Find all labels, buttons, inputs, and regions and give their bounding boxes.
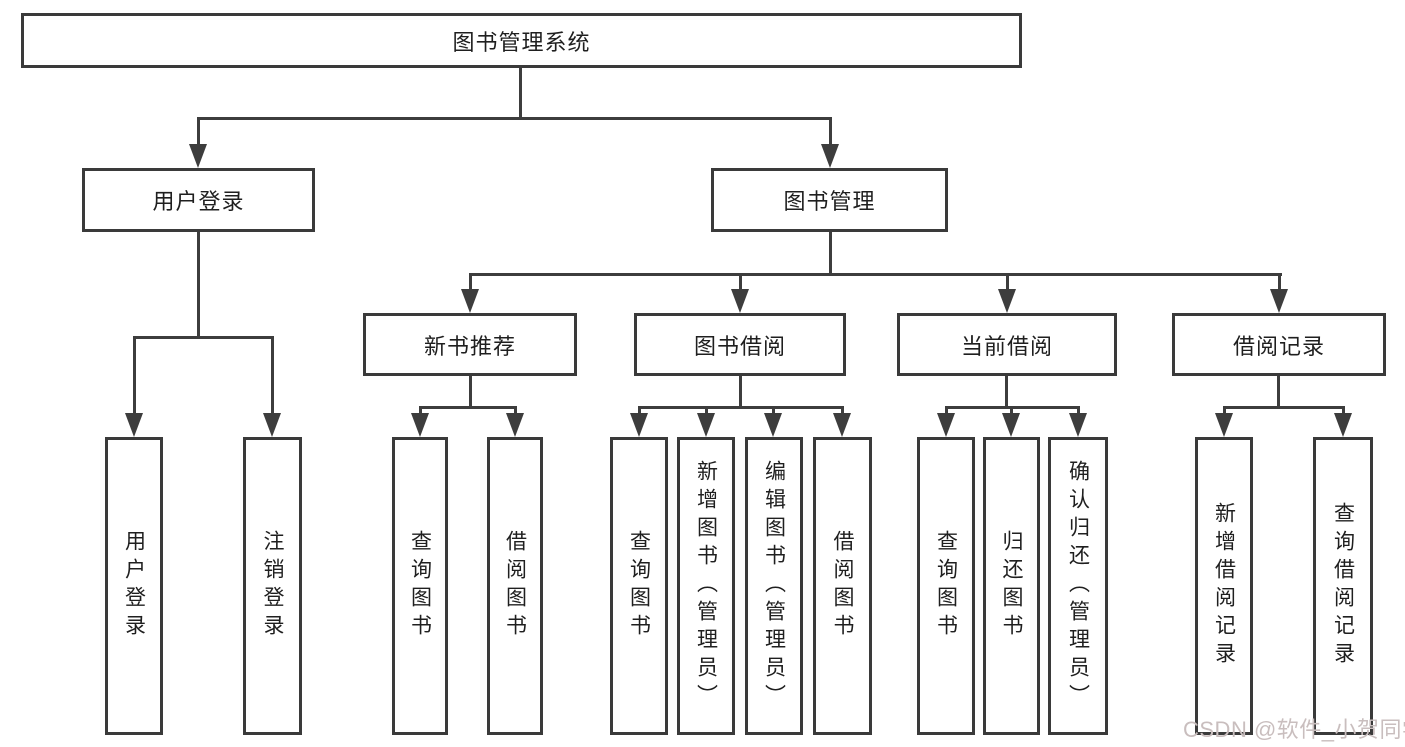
node-label: 查询借阅记录 [1331, 502, 1355, 670]
connector-line [1342, 406, 1345, 417]
node-label: 图书管理 [783, 189, 876, 214]
leaf-edit-books-admin: 编辑图书（管理员） [745, 437, 803, 735]
arrow-down-icon [506, 413, 524, 437]
connector-line [1010, 406, 1013, 417]
connector-line [638, 406, 641, 417]
leaf-user-login: 用户登录 [105, 437, 163, 735]
arrow-down-icon [1069, 413, 1087, 437]
arrow-down-icon [411, 413, 429, 437]
node-label: 用户登录 [152, 189, 245, 214]
connector-line [1223, 406, 1344, 409]
leaf-borrow-books-1: 借阅图书 [487, 437, 543, 735]
connector-line [705, 406, 708, 417]
arrow-down-icon [1215, 413, 1233, 437]
connector-line [1006, 273, 1009, 291]
connector-line [469, 273, 472, 291]
connector-line [829, 232, 832, 276]
leaf-query-books-1: 查询图书 [392, 437, 448, 735]
connector-line [519, 68, 522, 120]
connector-line [197, 117, 832, 120]
node-label: 查询图书 [408, 530, 432, 642]
arrow-down-icon [937, 413, 955, 437]
node-label: 查询图书 [627, 530, 651, 642]
node-book-management: 图书管理 [711, 168, 948, 232]
node-label: 借阅图书 [503, 530, 527, 642]
node-label: 归还图书 [1000, 530, 1023, 642]
node-borrow-records: 借阅记录 [1172, 313, 1386, 376]
arrow-down-icon [1270, 289, 1288, 313]
node-label: 新书推荐 [423, 333, 516, 359]
node-label: 编辑图书（管理员） [762, 460, 786, 712]
connector-line [1223, 406, 1226, 417]
arrow-down-icon [821, 144, 839, 168]
node-label: 查询图书 [934, 530, 958, 642]
node-new-book-recommend: 新书推荐 [363, 313, 577, 376]
arrow-down-icon [461, 289, 479, 313]
node-label: 用户登录 [122, 530, 146, 642]
connector-line [271, 336, 274, 415]
csdn-watermark: CSDN @软件_小贺同学 [1183, 717, 1405, 742]
node-label: 确认归还（管理员） [1066, 460, 1090, 712]
arrow-down-icon [630, 413, 648, 437]
arrow-down-icon [1002, 413, 1020, 437]
node-label: 借阅图书 [831, 530, 854, 642]
leaf-confirm-return-admin: 确认归还（管理员） [1048, 437, 1108, 735]
arrow-down-icon [731, 289, 749, 313]
connector-line [133, 336, 136, 415]
leaf-query-borrow-record: 查询借阅记录 [1313, 437, 1373, 735]
node-root-system: 图书管理系统 [21, 13, 1022, 68]
connector-line [419, 406, 422, 417]
connector-line [739, 376, 742, 409]
node-user-login: 用户登录 [82, 168, 315, 232]
leaf-return-books: 归还图书 [983, 437, 1040, 735]
node-label: 新增借阅记录 [1212, 502, 1236, 670]
connector-line [1005, 376, 1008, 409]
connector-line [514, 406, 517, 417]
leaf-add-books-admin: 新增图书（管理员） [677, 437, 735, 735]
node-label: 当前借阅 [960, 333, 1053, 359]
node-label: 借阅记录 [1232, 333, 1325, 359]
connector-line [1277, 376, 1280, 409]
node-label: 图书管理系统 [452, 29, 591, 55]
arrow-down-icon [125, 413, 143, 437]
connector-line [197, 232, 200, 339]
connector-line [1077, 406, 1080, 417]
connector-line [133, 336, 274, 339]
connector-line [638, 406, 843, 409]
node-current-borrow: 当前借阅 [897, 313, 1117, 376]
node-label: 图书借阅 [693, 333, 786, 359]
connector-line [197, 117, 200, 146]
connector-line [419, 406, 517, 409]
arrow-down-icon [833, 413, 851, 437]
leaf-query-books-2: 查询图书 [610, 437, 668, 735]
connector-line [841, 406, 844, 417]
node-label: 注销登录 [261, 530, 284, 642]
connector-line [1278, 273, 1281, 291]
connector-line [469, 273, 1282, 276]
connector-line [772, 406, 775, 417]
arrow-down-icon [998, 289, 1016, 313]
connector-line [739, 273, 742, 291]
arrow-down-icon [697, 413, 715, 437]
connector-line [829, 117, 832, 146]
node-label: 新增图书（管理员） [694, 460, 718, 712]
leaf-query-books-3: 查询图书 [917, 437, 975, 735]
leaf-add-borrow-record: 新增借阅记录 [1195, 437, 1253, 735]
leaf-logout: 注销登录 [243, 437, 302, 735]
connector-line [469, 376, 472, 409]
leaf-borrow-books-2: 借阅图书 [813, 437, 872, 735]
arrow-down-icon [189, 144, 207, 168]
arrow-down-icon [1334, 413, 1352, 437]
node-book-borrow: 图书借阅 [634, 313, 846, 376]
arrow-down-icon [764, 413, 782, 437]
connector-line [945, 406, 948, 417]
arrow-down-icon [263, 413, 281, 437]
